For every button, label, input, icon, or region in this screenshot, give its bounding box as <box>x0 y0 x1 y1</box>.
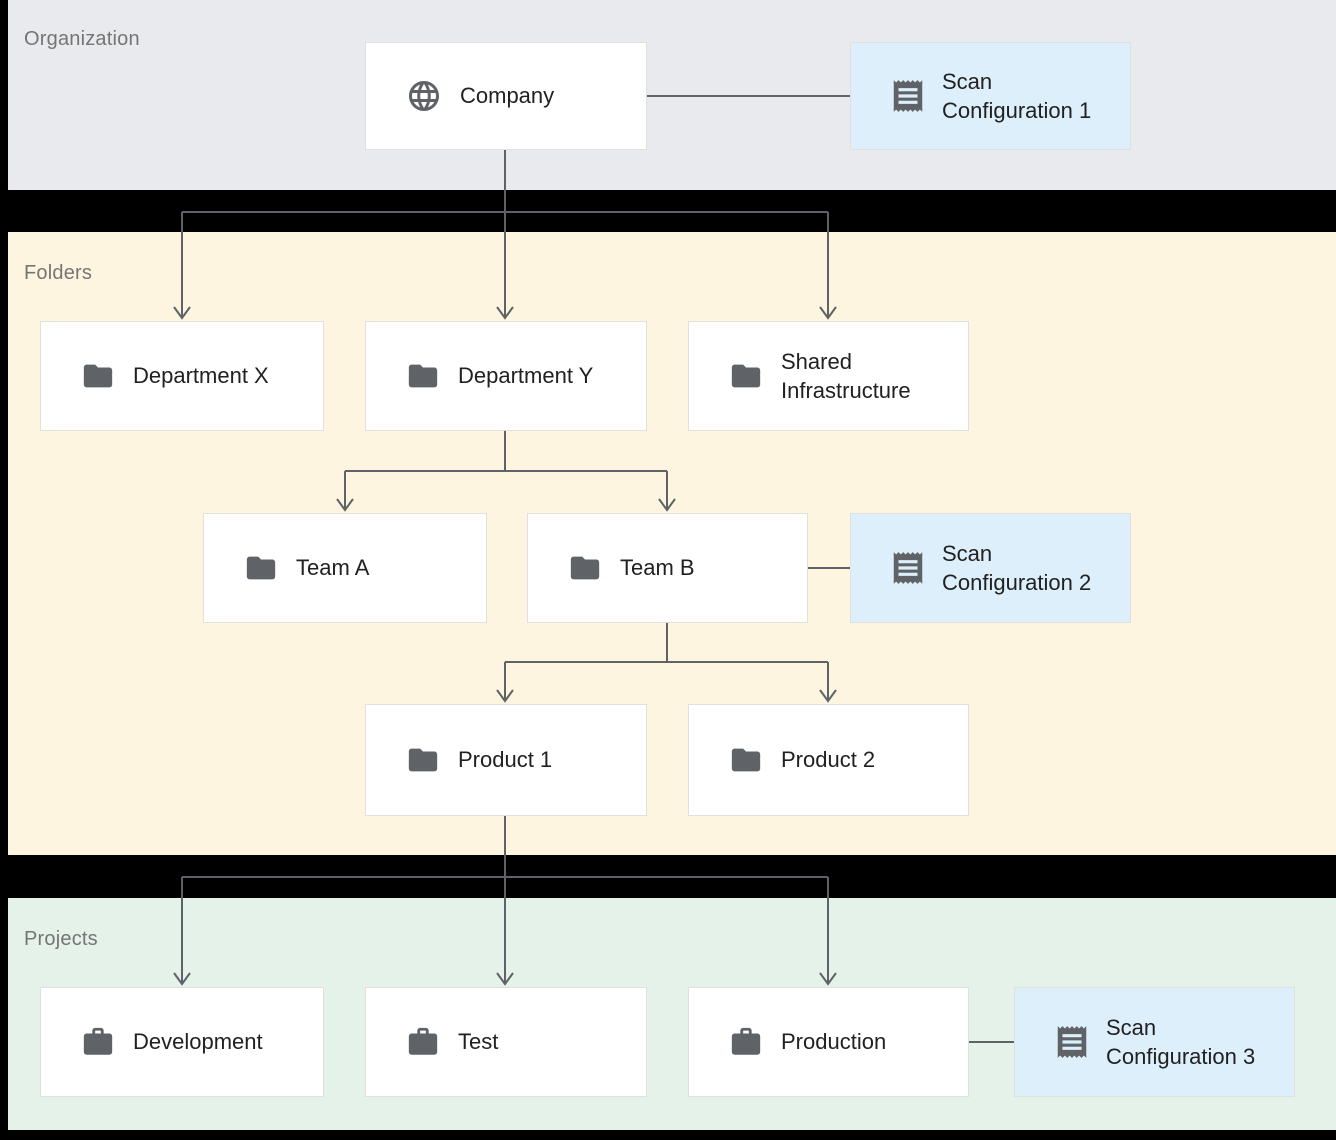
organization-section-label: Organization <box>24 28 140 50</box>
organization-section: Organization <box>8 0 1336 190</box>
node-label: Product 2 <box>781 747 876 773</box>
receipt-icon <box>889 77 927 115</box>
node-product-2: Product 2 <box>688 704 969 816</box>
node-company: Company <box>365 42 647 150</box>
node-label: Shared Infrastructure <box>781 348 911 403</box>
folder-icon <box>568 551 602 585</box>
folder-icon <box>406 359 440 393</box>
receipt-icon <box>1053 1023 1091 1061</box>
node-label: Company <box>460 83 555 109</box>
node-team-b: Team B <box>527 513 808 623</box>
node-label: Team B <box>620 555 695 581</box>
node-label: Department Y <box>458 363 594 389</box>
node-label: Scan Configuration 3 <box>1106 1014 1256 1069</box>
briefcase-icon <box>81 1025 115 1059</box>
node-scan-configuration-1: Scan Configuration 1 <box>850 42 1131 150</box>
node-department-y: Department Y <box>365 321 647 431</box>
folder-icon <box>244 551 278 585</box>
globe-icon <box>406 78 442 114</box>
node-shared-infrastructure: Shared Infrastructure <box>688 321 969 431</box>
node-label: Product 1 <box>458 747 553 773</box>
folder-icon <box>729 743 763 777</box>
receipt-icon <box>889 549 927 587</box>
node-team-a: Team A <box>203 513 487 623</box>
folder-icon <box>729 359 763 393</box>
node-label: Scan Configuration 2 <box>942 540 1092 595</box>
projects-section-label: Projects <box>24 928 98 950</box>
node-label: Production <box>781 1029 887 1055</box>
briefcase-icon <box>406 1025 440 1059</box>
node-scan-configuration-2: Scan Configuration 2 <box>850 513 1131 623</box>
node-label: Development <box>133 1029 263 1055</box>
node-product-1: Product 1 <box>365 704 647 816</box>
folder-icon <box>406 743 440 777</box>
node-label: Team A <box>296 555 370 581</box>
folders-section-label: Folders <box>24 262 93 284</box>
node-scan-configuration-3: Scan Configuration 3 <box>1014 987 1295 1097</box>
node-department-x: Department X <box>40 321 324 431</box>
node-label: Department X <box>133 363 269 389</box>
node-label: Scan Configuration 1 <box>942 68 1092 123</box>
briefcase-icon <box>729 1025 763 1059</box>
node-production: Production <box>688 987 969 1097</box>
node-development: Development <box>40 987 324 1097</box>
node-test: Test <box>365 987 647 1097</box>
node-label: Test <box>458 1029 499 1055</box>
folder-icon <box>81 359 115 393</box>
